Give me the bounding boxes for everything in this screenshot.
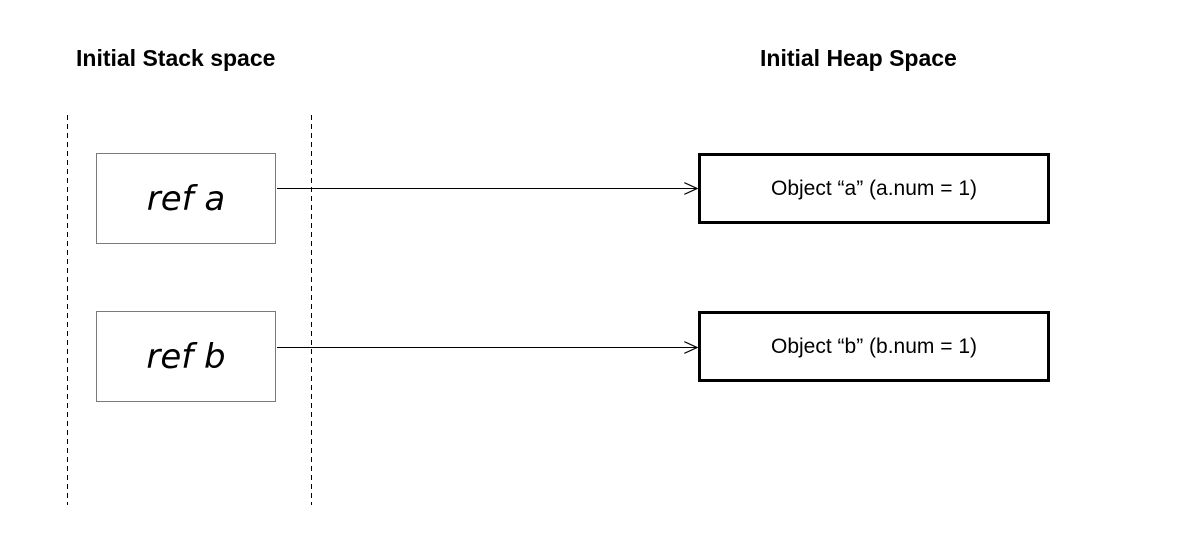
heap-title: Initial Heap Space: [760, 45, 957, 71]
ref-a-box: ref a: [96, 153, 276, 244]
object-a-box: Object “a” (a.num = 1): [698, 153, 1050, 224]
object-a-label: Object “a” (a.num = 1): [771, 176, 977, 200]
object-b-label: Object “b” (b.num = 1): [771, 334, 977, 358]
ref-b-label: ref b: [146, 336, 226, 377]
stack-title: Initial Stack space: [76, 45, 276, 71]
ref-a-label: ref a: [146, 178, 226, 219]
object-b-box: Object “b” (b.num = 1): [698, 311, 1050, 382]
ref-b-box: ref b: [96, 311, 276, 402]
